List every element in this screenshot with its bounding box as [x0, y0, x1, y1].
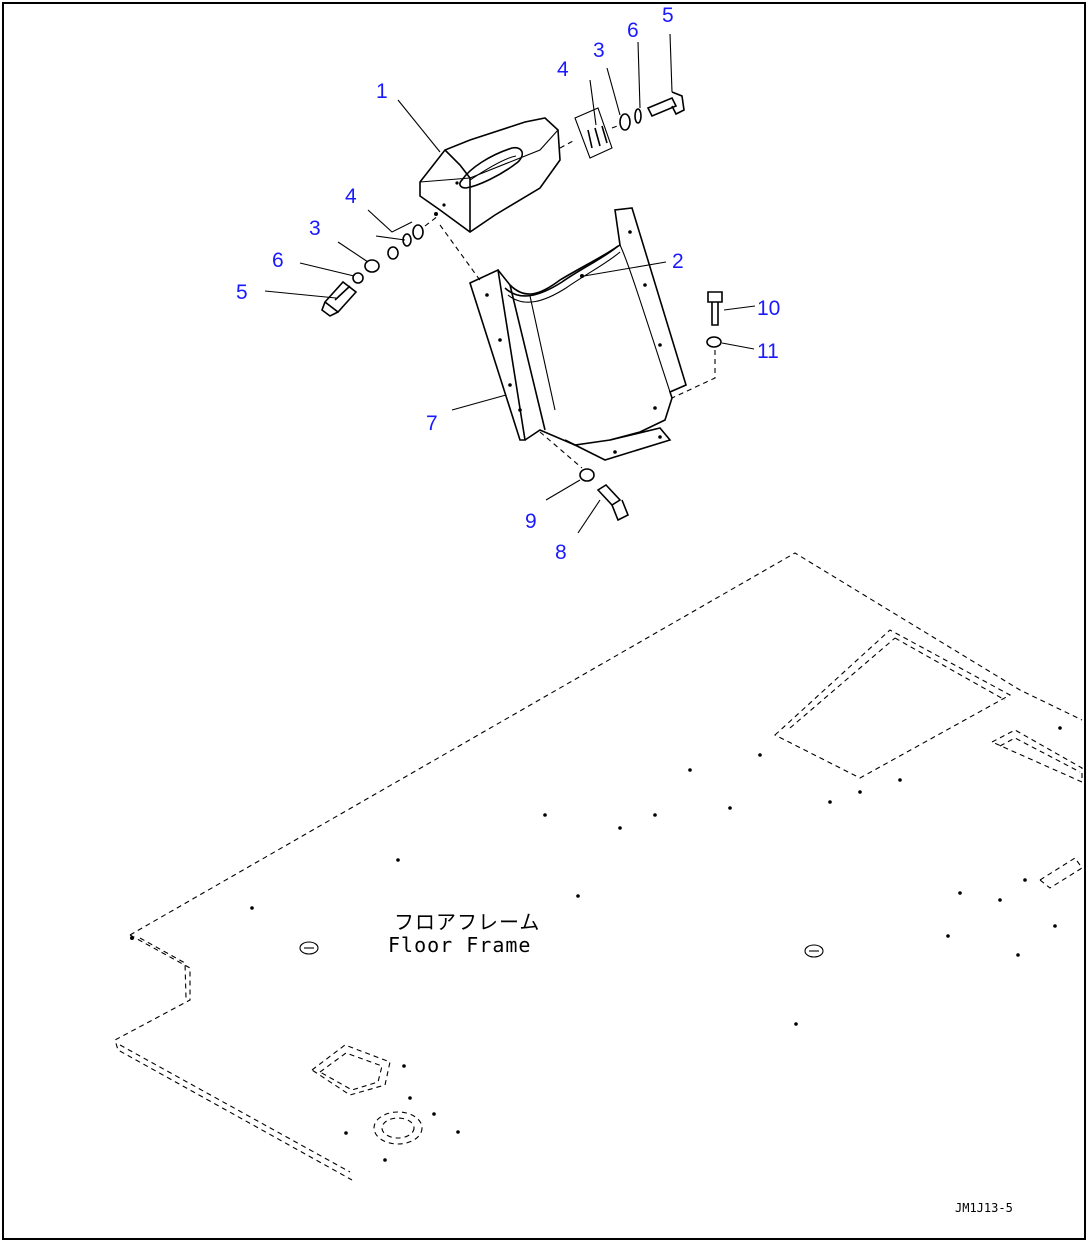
fasteners-left	[321, 215, 439, 317]
part-1-cover	[419, 117, 561, 233]
callout-4-upper: 4	[557, 58, 569, 81]
part-2-seal	[504, 245, 621, 303]
fasteners-8-9	[539, 431, 630, 522]
callout-4-left: 4	[345, 185, 357, 208]
callout-5-upper: 5	[662, 4, 674, 27]
drawing-code: JM1J13-5	[955, 1201, 1013, 1215]
callout-3-left: 3	[309, 217, 321, 240]
callout-7: 7	[426, 412, 438, 435]
callout-9: 9	[525, 510, 537, 533]
callout-3-upper: 3	[593, 39, 605, 62]
callout-numbers: 1 2 3 3 4 4 5 5 6 6 7 8 9 10 11	[236, 4, 780, 564]
callout-6-left: 6	[272, 249, 284, 272]
fasteners-10-11	[671, 291, 723, 399]
callout-5-left: 5	[236, 281, 248, 304]
callout-10: 10	[757, 297, 780, 320]
fasteners-upper-right	[559, 91, 685, 159]
callout-6-upper: 6	[627, 19, 639, 42]
leader-lines	[264, 33, 756, 534]
floor-frame-label-japanese: フロアフレーム	[394, 910, 540, 934]
callout-1: 1	[376, 80, 388, 103]
assembly-lines	[439, 224, 483, 284]
callout-8: 8	[555, 541, 567, 564]
floor-frame	[114, 552, 1083, 1181]
part-7-bracket	[469, 207, 687, 461]
callout-2: 2	[672, 250, 684, 273]
floor-frame-label-english: Floor Frame	[388, 933, 531, 957]
callout-11: 11	[757, 340, 779, 363]
